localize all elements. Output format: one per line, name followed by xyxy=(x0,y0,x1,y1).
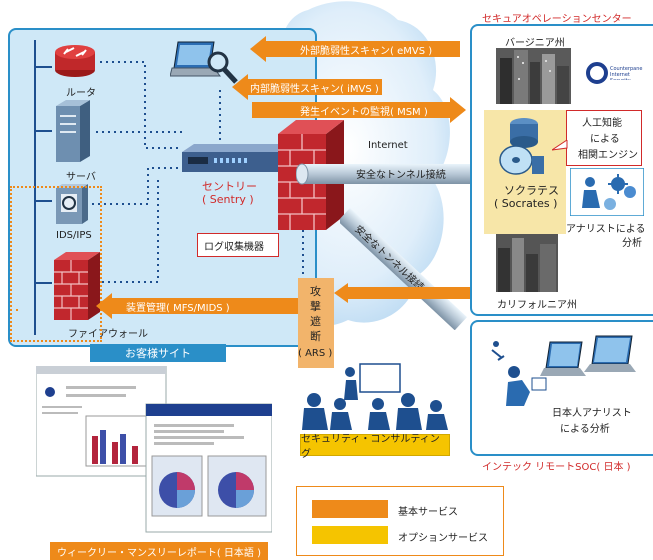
imvs-label: 内部脆弱性スキャン( iMVS ) xyxy=(250,84,379,95)
ai-line3: 相関エンジン xyxy=(578,150,638,161)
ars-return-arrow xyxy=(334,283,474,303)
horizontal-tunnel xyxy=(296,163,472,185)
intec-title: インテック リモートSOC( 日本 ) xyxy=(482,462,631,473)
server-label: サーバ xyxy=(66,172,96,183)
ids-ips-icon xyxy=(56,184,88,224)
mfs-label: 装置管理( MFS/MIDS ) xyxy=(126,303,230,314)
counterpane-logo xyxy=(586,62,608,84)
server-icon xyxy=(56,100,90,162)
soc-analyst-line1: アナリストによる xyxy=(566,224,646,235)
ars-box xyxy=(298,278,334,368)
sentry-sub: ( Sentry ) xyxy=(202,193,254,206)
diagonal-tunnel: 安全なトンネル接続 xyxy=(340,208,468,330)
ai-callout xyxy=(566,110,642,166)
emvs-label: 外部脆弱性スキャン( eMVS ) xyxy=(300,46,433,57)
sentry-caption-box xyxy=(197,233,279,257)
socrates-sub: ( Socrates ) xyxy=(494,197,558,210)
soc-analyst-image xyxy=(570,168,644,216)
counterpane-brand: Counterpane Internet Security xyxy=(610,66,643,80)
ai-callout-pointer xyxy=(552,140,568,151)
reports-image xyxy=(36,366,272,533)
consulting-image xyxy=(302,363,448,430)
msm-label: 発生イベントの監視( MSM ) xyxy=(300,107,428,118)
sentry-device-icon xyxy=(182,144,290,172)
legend-option-swatch xyxy=(312,526,388,544)
soc-title: セキュアオペレーションセンター xyxy=(482,14,632,25)
backbone-tick xyxy=(34,130,52,132)
sentry-caption: ログ収集機器 xyxy=(204,242,264,253)
ai-line2: による xyxy=(590,134,620,145)
socrates-name: ソクラテス xyxy=(504,184,559,197)
ars-char-2: 撃 xyxy=(310,300,321,313)
customer-firewall-label: ファイアウォール xyxy=(68,329,148,340)
ids-ips-label: IDS/IPS xyxy=(56,230,92,241)
intec-analyst-line2: による分析 xyxy=(560,424,610,435)
managed-devices-box xyxy=(10,186,102,342)
msm-arrow xyxy=(252,97,466,123)
ai-line1: 人工知能 xyxy=(582,118,622,129)
consulting-banner: セキュリティ・コンサルティング xyxy=(300,434,450,460)
soc-analyst-line2: 分析 xyxy=(622,238,642,249)
imvs-arrow xyxy=(232,74,382,100)
virginia-label: バージニア州 xyxy=(505,38,565,49)
backbone-tick xyxy=(34,66,52,68)
mfs-arrow xyxy=(96,293,298,319)
reports-banner: ウィークリー・マンスリーレポート( 日本語 ) xyxy=(50,542,268,560)
consulting-label: セキュリティ・コンサルティング xyxy=(301,434,440,460)
legend-basic-swatch xyxy=(312,500,388,518)
customer-site-tab-label: お客様サイト xyxy=(125,347,191,360)
ars-char-1: 攻 xyxy=(310,285,321,298)
ars-char-4: 断 xyxy=(310,330,321,343)
intec-analyst-line1: 日本人アナリスト xyxy=(552,408,632,419)
legend-box xyxy=(296,486,504,556)
customer-firewall-icon xyxy=(54,252,100,320)
emvs-arrow xyxy=(250,36,460,62)
horizontal-tunnel-label: 安全なトンネル接続 xyxy=(356,170,446,181)
reports-label: ウィークリー・マンスリーレポート( 日本語 ) xyxy=(57,547,261,559)
router-icon xyxy=(55,45,95,77)
legend-basic-label: 基本サービス xyxy=(398,507,458,518)
backbone-tick xyxy=(34,200,52,202)
customer-site-tab: お客様サイト xyxy=(90,344,226,362)
california-city-image xyxy=(496,234,558,292)
internet-label: Internet xyxy=(368,140,408,151)
ars-sub: ( ARS ) xyxy=(298,348,333,359)
ars-char-3: 遮 xyxy=(310,315,321,328)
sentry-name: セントリー xyxy=(202,180,257,193)
legend-option-label: オプションサービス xyxy=(398,533,488,544)
router-label: ルータ xyxy=(66,88,96,99)
backbone-tick xyxy=(34,282,52,284)
california-label: カリフォルニア州 xyxy=(497,300,577,311)
scanner-laptop-icon xyxy=(170,41,238,84)
socrates-icon xyxy=(499,118,544,175)
virginia-city-image xyxy=(496,48,571,104)
intec-analyst-image xyxy=(491,335,636,406)
